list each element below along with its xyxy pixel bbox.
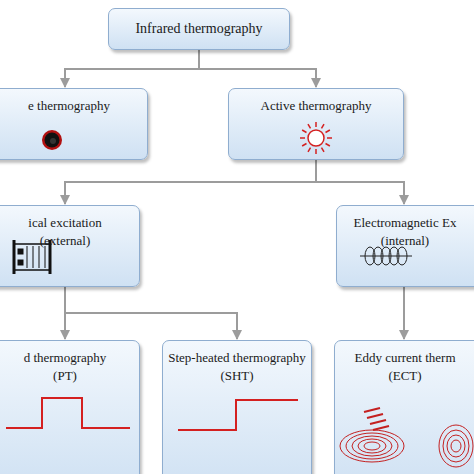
box-abbreviation: (ECT) [388,367,421,385]
text-column: d thermography(PT) [1,349,129,385]
sun-ray [322,124,325,128]
category-box: Active thermography [228,88,404,160]
eddy-ring [352,436,392,456]
root-box: Infrared thermography [108,8,290,50]
sun-ray [326,144,330,147]
text-column: Infrared thermography [109,20,289,38]
coil-loop [381,247,391,265]
lamp-line [33,246,34,268]
box-title: ical excitation [28,214,101,232]
box-title: Infrared thermography [135,20,262,38]
coil-axis [360,256,412,257]
step-waveform [178,400,298,430]
pulse-waveform [6,398,130,428]
sun-ray [327,137,332,139]
lamp-block [18,260,23,265]
lamp-icon [14,240,50,274]
text-column: ical excitation(external) [1,214,129,250]
box-abbreviation: (internal) [381,232,429,250]
box-title: e thermography [28,97,110,115]
box-abbreviation: (SHT) [220,367,253,385]
eddy-ring [364,442,380,450]
text-column: Electromagnetic Ex(internal) [337,214,473,250]
category-box: Step-heated thermography(SHT) [162,340,312,474]
sun-ray [315,149,317,154]
eddy-current-icon [340,408,473,467]
box-title: Step-heated thermography [168,349,306,367]
sun-ray [300,137,305,139]
sun-disc [308,130,324,146]
category-box: ical excitation(external) [0,205,140,287]
box-title: Active thermography [261,97,372,115]
lamp-block [18,249,23,254]
probe-coil [364,408,380,412]
box-title: d thermography [24,349,107,367]
branch-arrow [65,160,316,204]
sun-ray [302,144,306,147]
sun-ray [326,130,330,133]
probe-coil [367,414,383,418]
lamp-housing [14,244,50,270]
eddy-ring [358,439,386,453]
lamp-line [27,246,28,268]
lamp-plate [13,240,16,274]
coil-loop [389,247,399,265]
text-column: e thermography [1,97,137,115]
branch-arrow [199,50,316,87]
text-column: Step-heated thermography(SHT) [163,349,311,385]
body-core [45,133,60,148]
coil-icon [360,247,412,265]
body-ring [42,130,62,150]
coil-loop [373,247,383,265]
branch-arrow [65,287,237,339]
sun-ray [308,148,311,152]
branch-arrow [403,287,405,339]
category-box: d thermography(PT) [0,340,140,474]
eddy-ring [451,440,461,452]
lamp-line [45,246,46,268]
category-box: Electromagnetic Ex(internal) [336,205,474,287]
sun-ray [308,124,311,128]
box-abbreviation: (external) [40,232,91,250]
probe-coil [373,426,389,430]
box-title: Electromagnetic Ex [354,214,457,232]
lamp-line [39,246,40,268]
eddy-ring [346,433,398,459]
sun-ray [322,148,325,152]
branch-arrow [65,50,199,87]
category-box: Eddy current therm(ECT) [334,340,474,474]
box-abbreviation: (PT) [53,367,77,385]
eddy-ring [439,425,473,467]
sun-ray [302,130,306,133]
coil-loop [397,247,407,265]
lamp-plate [49,240,52,274]
eddy-ring [443,430,469,462]
probe-coil [370,420,386,424]
eddy-ring [447,435,465,457]
branch-arrow [316,160,404,204]
eddy-ring [340,430,404,462]
box-title: Eddy current therm [354,349,455,367]
body-mark [50,138,56,144]
sun-ray [315,122,317,127]
sun-icon [300,122,332,154]
category-box: e thermography [0,88,148,160]
coil-loop [365,247,375,265]
text-column: Eddy current therm(ECT) [335,349,474,385]
passive-icon [42,130,62,150]
text-column: Active thermography [229,97,403,115]
